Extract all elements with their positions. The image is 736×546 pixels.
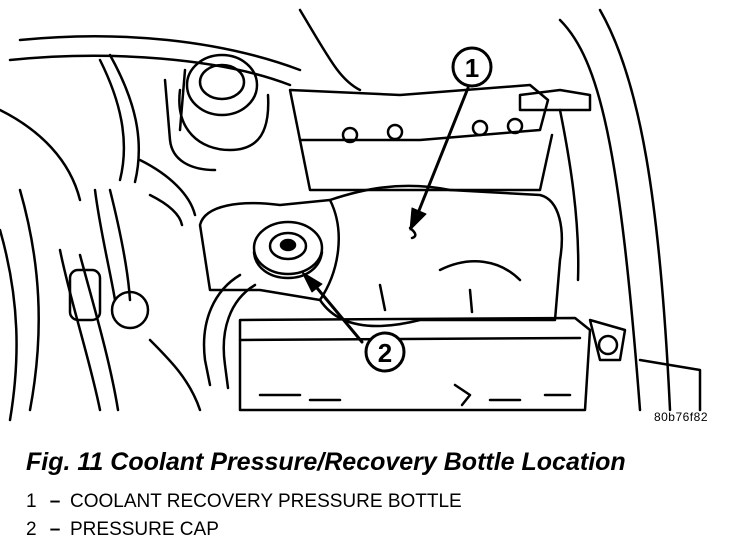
hoses-and-wiring <box>58 53 202 412</box>
legend-item-number: 2 <box>26 519 37 540</box>
lower-hose <box>202 273 257 390</box>
callout-2-number: 2 <box>378 338 392 368</box>
legend-item-dash: – <box>49 519 61 540</box>
body-panel-lines <box>0 8 362 422</box>
line-drawing: 1 2 <box>0 8 702 422</box>
legend-item-text: PRESSURE CAP <box>70 519 219 540</box>
engine-bay-illustration: 1 2 80b76f82 <box>0 8 708 424</box>
legend-item-text: COOLANT RECOVERY PRESSURE BOTTLE <box>70 491 462 512</box>
callout-2: 2 <box>301 271 406 373</box>
coolant-recovery-bottle <box>198 184 564 328</box>
callout-1: 1 <box>409 46 493 231</box>
master-cylinder-reservoir <box>163 53 270 172</box>
callout-1-number: 1 <box>465 53 479 83</box>
figure-code: 80b76f82 <box>653 410 708 424</box>
figure-caption: Fig. 11 Coolant Pressure/Recovery Bottle… <box>26 448 626 476</box>
legend-item-dash: – <box>49 491 61 512</box>
legend-item: 1–COOLANT RECOVERY PRESSURE BOTTLE <box>26 488 462 516</box>
legend-item-number: 1 <box>26 491 37 512</box>
engine-cover <box>288 83 592 282</box>
pressure-cap <box>252 220 324 280</box>
legend-item: 2–PRESSURE CAP <box>26 516 462 544</box>
power-distribution-center <box>238 316 592 412</box>
legend-list: 1–COOLANT RECOVERY PRESSURE BOTTLE 2–PRE… <box>26 488 462 544</box>
fender-structure <box>558 8 702 412</box>
